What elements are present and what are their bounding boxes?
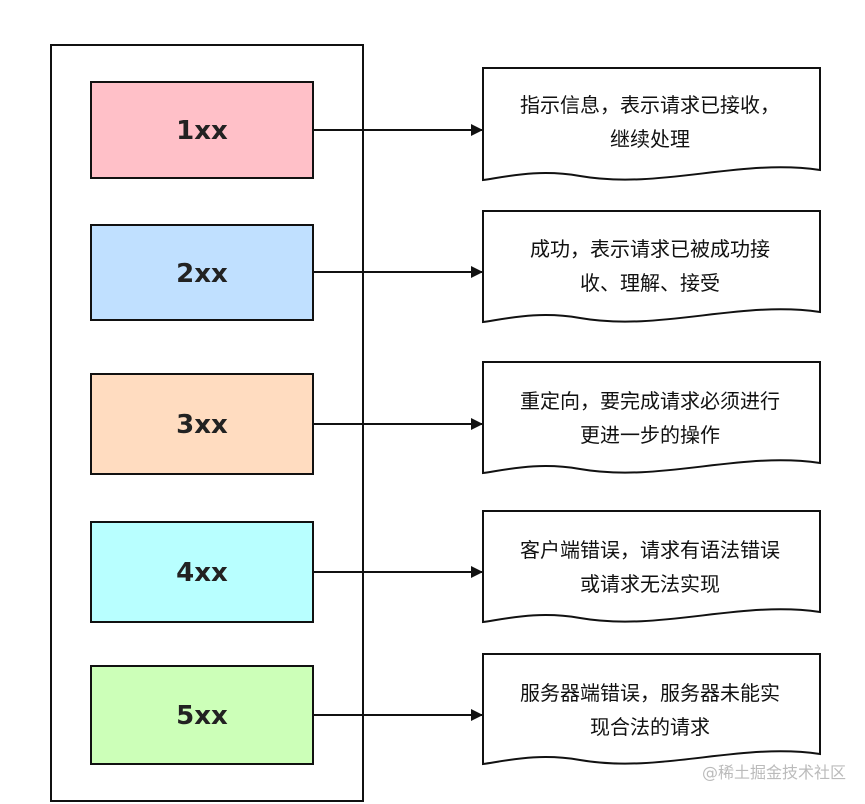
description-line-2: 继续处理 (610, 127, 690, 151)
description-line-1: 客户端错误，请求有语法错误 (520, 538, 780, 562)
description-line-1: 成功，表示请求已被成功接 (530, 237, 770, 261)
status-row-5xx: 5xx 服务器端错误，服务器未能实 现合法的请求 (90, 653, 821, 766)
status-code-label: 4xx (176, 558, 228, 588)
status-code-box (90, 521, 314, 623)
description-line-2: 收、理解、接受 (580, 271, 720, 295)
description-line-2: 或请求无法实现 (580, 572, 720, 596)
status-code-box (90, 373, 314, 475)
status-code-label: 2xx (176, 259, 228, 289)
status-code-box (90, 665, 314, 765)
status-row-1xx: 1xx 指示信息，表示请求已接收， 继续处理 (90, 67, 821, 182)
description-document-shape (482, 510, 821, 624)
description-line-2: 更进一步的操作 (580, 423, 720, 447)
status-row-3xx: 3xx 重定向，要完成请求必须进行 更进一步的操作 (90, 361, 821, 475)
description-line-1: 重定向，要完成请求必须进行 (520, 389, 780, 413)
status-code-label: 5xx (176, 701, 228, 731)
description-document-shape (482, 653, 821, 766)
status-code-label: 3xx (176, 410, 228, 440)
status-code-box (90, 81, 314, 179)
description-line-1: 指示信息，表示请求已接收， (520, 93, 780, 117)
description-line-2: 现合法的请求 (590, 715, 710, 739)
description-document-shape (482, 210, 821, 324)
status-row-4xx: 4xx 客户端错误，请求有语法错误 或请求无法实现 (90, 510, 821, 624)
description-document-shape (482, 67, 821, 182)
description-document-shape (482, 361, 821, 475)
status-code-box (90, 224, 314, 321)
status-code-label: 1xx (176, 116, 228, 146)
description-line-1: 服务器端错误，服务器未能实 (520, 681, 780, 705)
status-row-2xx: 2xx 成功，表示请求已被成功接 收、理解、接受 (90, 210, 821, 324)
watermark-text: @稀土掘金技术社区 (702, 763, 846, 782)
